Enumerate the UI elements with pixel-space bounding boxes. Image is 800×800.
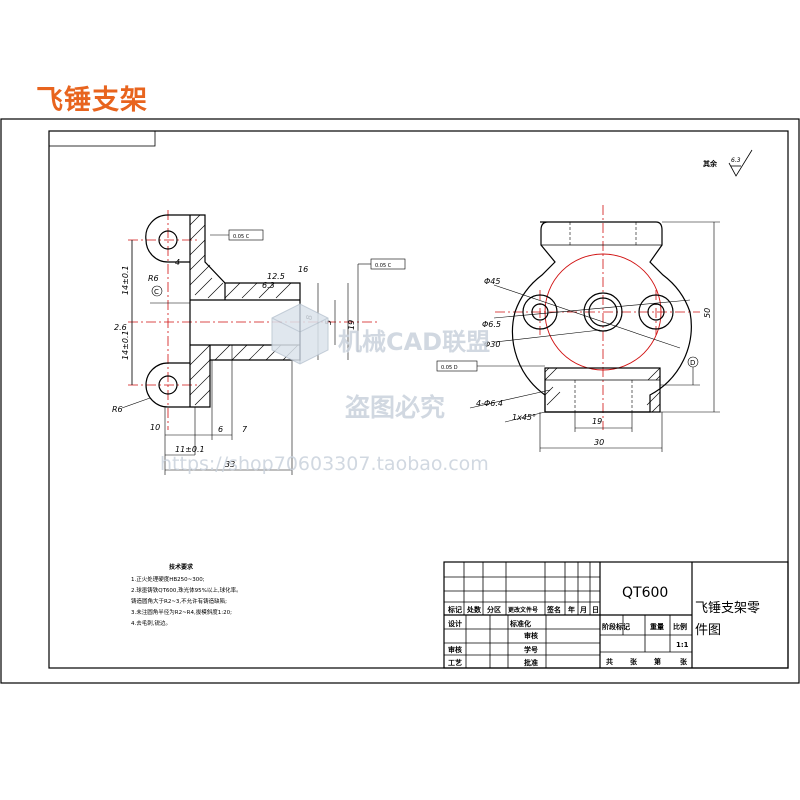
dim-19: 19 (347, 320, 356, 330)
right-front-view: Φ45 Φ6.5 Φ30 50 D 0.05 D 4-Φ6.4 1x45° 19… (436, 205, 720, 452)
dim-2-6: 2.6 (114, 323, 127, 332)
header-zone: 分区 (487, 605, 501, 614)
header-change-doc: 更改文件号 (508, 606, 538, 614)
header-month: 月 (579, 606, 587, 614)
material-label: QT600 (622, 585, 668, 601)
label-weight: 重量 (650, 622, 664, 631)
label-signed: 学号 (524, 645, 538, 654)
dim-r6-bottom: R6 (112, 405, 123, 414)
page-title: 飞锤支架 (36, 85, 148, 116)
dim-16: 16 (298, 265, 308, 274)
watermark-logo-icon (271, 303, 329, 365)
dim-d30: Φ30 (484, 340, 500, 349)
tol-box-top: 0.05 C (233, 234, 250, 240)
label-check: 审核 (524, 631, 538, 640)
drawing-name-1: 飞锤支架零 (695, 601, 760, 616)
dim-h50: 50 (703, 308, 712, 318)
tol-box-d: 0.05 D (441, 365, 458, 371)
label-approve: 批准 (524, 658, 538, 667)
dim-12-5: 12.5 (267, 272, 285, 281)
code-box (48, 130, 156, 147)
tol-box-right: 0.05 C (375, 263, 392, 269)
dim-6-3: 6.3 (262, 281, 275, 290)
label-craft: 工艺 (448, 658, 462, 667)
watermark-line3: https://shop70603307.taobao.com (160, 453, 489, 475)
surface-finish-symbol: 其余 6.3 (703, 149, 753, 177)
dim-d45: Φ45 (484, 277, 500, 286)
watermark: 机械CAD联盟 盗图必究 https://shop70603307.taobao… (160, 303, 490, 475)
label-standard: 标准化 (509, 619, 531, 628)
label-scale: 比例 (673, 622, 687, 631)
dim-4: 4 (175, 258, 180, 267)
dim-w30: 30 (594, 438, 604, 447)
drawing-name-2: 件图 (695, 623, 721, 638)
left-section-view: 14±0.1 14±0.1 R6 R6 C 0.05 C 0.05 C 8 5 … (112, 210, 406, 475)
header-sign: 签名 (546, 605, 561, 614)
dim-6: 6 (218, 425, 223, 434)
dim-11: 11±0.1 (175, 445, 205, 454)
dim-14-upper: 14±0.1 (121, 265, 130, 295)
outer-border (0, 118, 800, 684)
surface-finish-label: 其余 (703, 159, 718, 168)
dim-33: 33 (225, 460, 235, 469)
label-design: 设计 (448, 619, 462, 628)
tech-req-line-1: 1.正火处理硬度HB250~300; (131, 575, 205, 583)
label-sheet: 张 (630, 657, 638, 666)
header-count: 处数 (466, 605, 482, 614)
label-review: 审核 (448, 645, 462, 654)
scale-value: 1:1 (676, 641, 689, 649)
label-total: 共 (606, 657, 613, 666)
header-mark: 标记 (447, 605, 462, 614)
dim-d6-5: Φ6.5 (482, 320, 501, 329)
surface-finish-value: 6.3 (731, 157, 741, 164)
tech-req-line-2: 2.球墨铸铁QT600,珠光体95%以上,球化率。 (131, 586, 242, 594)
header-year: 年 (568, 605, 575, 614)
dim-7: 7 (242, 425, 248, 434)
tech-req-line-4: 3.未注圆角半径为R2~R4,拔模斜度1:20; (131, 608, 232, 616)
label-page-sheet: 张 (680, 657, 688, 666)
datum-d-label: D (690, 359, 695, 367)
header-day: 日 (592, 606, 599, 614)
dim-14-lower: 14±0.1 (121, 330, 130, 360)
tech-req-line-5: 4.去毛刺,锐边。 (131, 619, 171, 627)
inner-frame (48, 130, 789, 669)
label-stage-mark: 阶段标记 (602, 622, 630, 631)
tech-req-line-3: 铸造圆角大于R2~3,不允许有铸造缺陷; (131, 597, 227, 605)
watermark-line2: 盗图必究 (345, 393, 445, 422)
label-page: 第 (654, 657, 661, 666)
dim-r6-top: R6 (148, 274, 159, 283)
dim-w19: 19 (592, 417, 602, 426)
watermark-line1: 机械CAD联盟 (338, 328, 490, 356)
datum-c-label: C (154, 288, 159, 296)
tech-requirements: 技术要求 1.正火处理硬度HB250~300; 2.球墨铸铁QT600,珠光体9… (131, 563, 242, 627)
tech-req-title: 技术要求 (169, 563, 194, 571)
title-block: QT600 飞锤支架零 件图 标记 处数 分区 更改文件号 签名 年 月 日 设… (443, 561, 789, 669)
dim-10: 10 (150, 423, 160, 432)
